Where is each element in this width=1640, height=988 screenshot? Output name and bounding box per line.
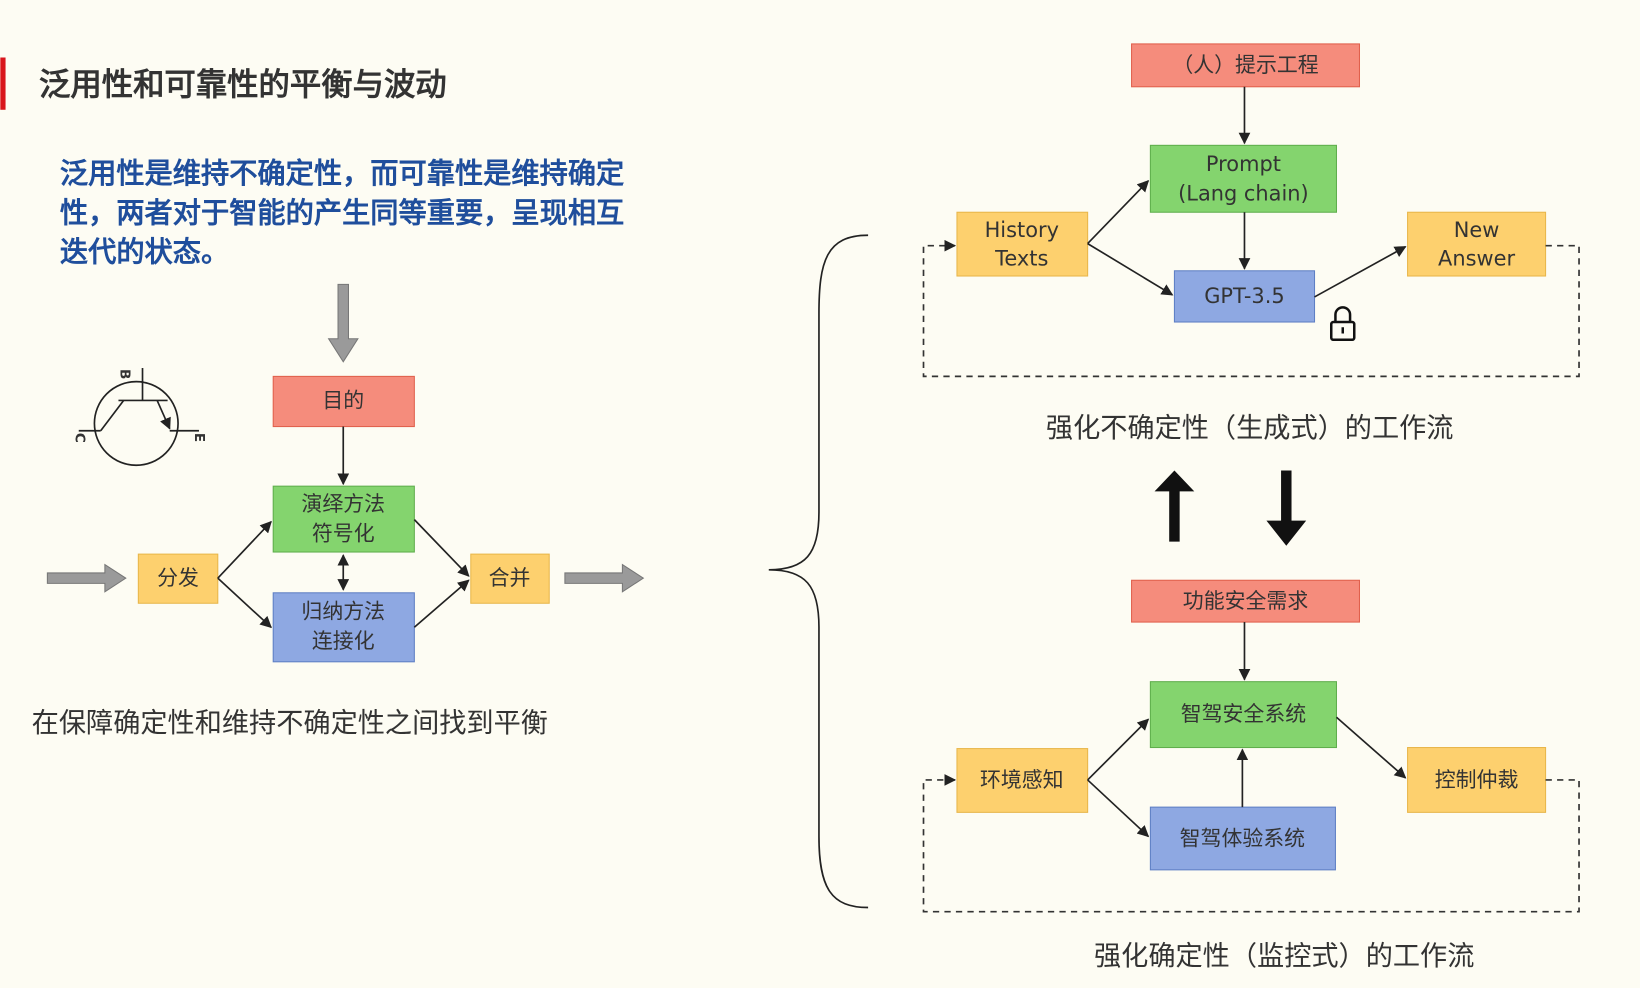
deduction-label: 符号化 [312,521,375,545]
prompt-box [1149,144,1338,213]
answer-label: New [1454,218,1500,242]
merge-label: 合并 [489,566,531,590]
perception-label: 环境感知 [980,768,1064,792]
generative-caption: 强化不确定性（生成式）的工作流 [1046,413,1454,444]
intro-line: 性，两者对于智能的产生同等重要，呈现相互 [60,197,624,230]
merge-box [470,553,550,604]
transistor-label-e: E [191,433,207,442]
input-arrow-left [46,563,127,593]
purpose-label: 目的 [322,388,364,412]
deduction-label: 演绎方法 [301,492,385,516]
experience-system-label: 智驾体验系统 [1180,827,1306,851]
arrow-down-icon [1266,470,1307,546]
purpose-box [272,375,415,428]
prompt-label: Prompt [1206,152,1281,176]
experience-system-box [1149,806,1336,871]
induction-label: 连接化 [312,629,375,653]
answer-box [1407,211,1547,277]
arrow-up-icon [1154,470,1195,542]
deduction-box [272,485,415,553]
history-box [956,211,1089,277]
transistor-icon [78,368,199,467]
history-label: Texts [994,246,1048,270]
perception-box [956,748,1089,813]
intro-line: 迭代的状态。 [60,235,229,268]
answer-label: Answer [1438,246,1515,270]
monitoring-connectors [922,622,1580,913]
prompt-engineering-box [1131,43,1361,88]
intro-text: 泛用性是维持不确定性，而可靠性是维持确定 性，两者对于智能的产生同等重要，呈现相… [60,157,624,268]
prompt-label: (Lang chain) [1178,181,1309,205]
induction-label: 归纳方法 [301,600,385,624]
safety-system-label: 智驾安全系统 [1181,702,1307,726]
monitoring-caption: 强化确定性（监控式）的工作流 [1094,941,1474,972]
split-label: 分发 [157,566,199,590]
output-arrow-right [564,563,645,593]
brace [768,234,869,909]
prompt-engineering-label: （人）提示工程 [1172,53,1318,77]
left-caption: 在保障确定性和维持不确定性之间找到平衡 [32,708,548,739]
title-accent-bar [0,57,6,110]
generative-connectors [922,86,1580,378]
lock-icon [1329,306,1356,342]
requirement-label: 功能安全需求 [1183,589,1309,613]
transistor-label-b: B [117,369,133,379]
transistor-label-c: C [72,433,88,443]
model-label: GPT-3.5 [1204,284,1284,308]
arbitration-label: 控制仲裁 [1435,768,1519,792]
left-connectors [217,426,470,629]
safety-system-box [1149,681,1338,749]
page-title: 泛用性和可靠性的平衡与波动 [39,67,447,103]
input-arrow-down [327,283,359,363]
history-label: History [985,218,1059,242]
requirement-box [1131,579,1361,623]
arbitration-box [1407,747,1547,813]
intro-line: 泛用性是维持不确定性，而可靠性是维持确定 [60,157,624,190]
